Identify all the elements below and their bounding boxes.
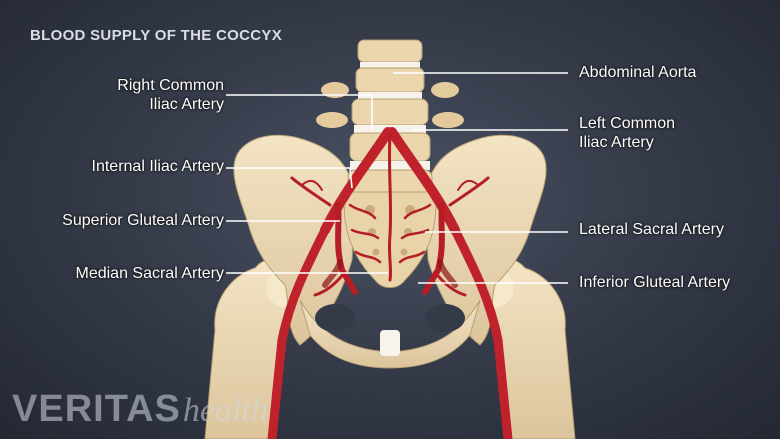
label-lateral-sacral-artery: Lateral Sacral Artery — [579, 221, 724, 238]
right-common-iliac-artery — [320, 127, 393, 235]
pubic-ring — [299, 299, 481, 369]
logo-sub-text: health — [182, 392, 268, 429]
logo-brand-text: VERITAS — [12, 388, 181, 430]
label-left-common-iliac-artery: Left Common Iliac Artery — [579, 114, 675, 152]
label-line-2: Iliac Artery — [149, 96, 224, 113]
leader-right-common-iliac — [226, 94, 373, 132]
median-sacral-artery — [387, 133, 393, 282]
left-internal-iliac-artery — [422, 202, 445, 295]
label-superior-gluteal-artery: Superior Gluteal Artery — [62, 212, 224, 229]
label-line-1: Left Common — [579, 115, 676, 132]
right-ilium — [233, 134, 356, 346]
label-abdominal-aorta: Abdominal Aorta — [579, 64, 697, 81]
label-inferior-gluteal-artery: Inferior Gluteal Artery — [579, 274, 731, 291]
leader-lines — [226, 72, 568, 284]
label-line-2: Iliac Artery — [579, 134, 654, 151]
label-right-common-iliac-artery: Right Common Iliac Artery — [88, 76, 224, 114]
label-line-1: Right Common — [117, 77, 224, 94]
left-external-iliac-artery — [450, 225, 513, 439]
label-internal-iliac-artery: Internal Iliac Artery — [91, 158, 225, 175]
veritas-health-logo: VERITAShealth — [12, 388, 268, 431]
left-common-iliac-artery — [387, 127, 460, 235]
leader-internal-iliac — [226, 167, 353, 189]
left-ilium — [424, 134, 547, 346]
label-median-sacral-artery: Median Sacral Artery — [75, 265, 224, 282]
right-external-iliac-artery — [267, 225, 330, 439]
right-internal-iliac-artery — [335, 202, 358, 295]
page-title: BLOOD SUPPLY OF THE COCCYX — [30, 27, 283, 44]
